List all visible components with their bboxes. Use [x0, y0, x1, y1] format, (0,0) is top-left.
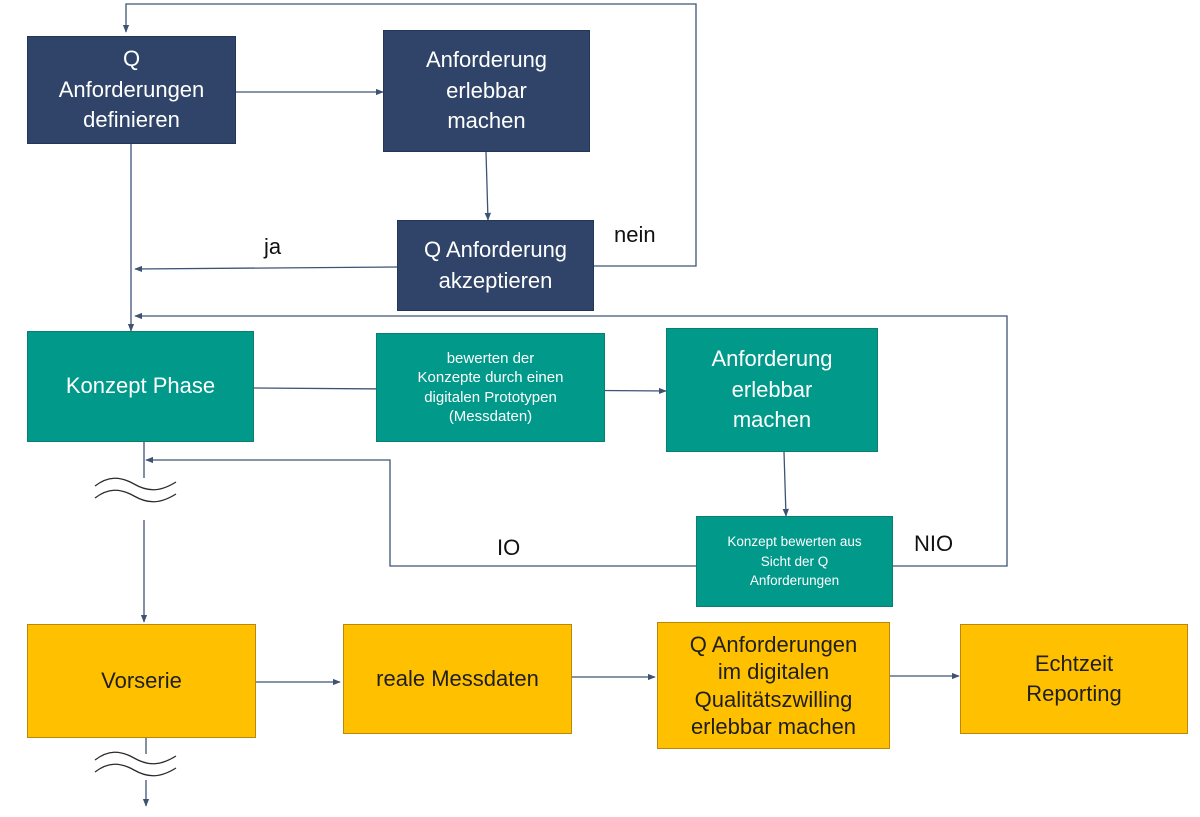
label-nein: nein: [614, 222, 656, 247]
edge-erlebbar-to-konzept-bewerten: [782, 451, 789, 517]
box-text: Vorserie: [101, 667, 182, 693]
box-text: Q Anforderungen: [689, 631, 858, 657]
box-reale-messdaten: reale Messdaten: [343, 624, 572, 734]
box-text: im digitalen: [717, 659, 830, 684]
label-nio: NIO: [914, 531, 954, 556]
box-text: definieren: [83, 107, 180, 133]
box-text: Anforderung: [711, 346, 833, 372]
box-text: Konzept bewerten aus: [727, 534, 862, 550]
box-text: Reporting: [1026, 681, 1122, 706]
box-text: Sicht der Q: [760, 553, 829, 569]
box-text: Q Anforderung: [423, 237, 568, 263]
box-text: Q: [122, 46, 141, 72]
box-text: machen: [732, 407, 812, 433]
edge-ja: [134, 265, 398, 273]
box-text: Echtzeit: [1034, 650, 1114, 676]
box-text: Anforderungen: [749, 573, 840, 589]
box-konzept-bewerten: Konzept bewerten aus Sicht der Q Anforde…: [696, 516, 893, 607]
box-text: Konzept Phase: [65, 373, 216, 399]
box-anforderung-erlebbar-mid: Anforderung erlebbar machen: [666, 328, 878, 452]
box-q-anforderungen-definieren: Q Anforderungen definieren: [27, 36, 236, 144]
box-text: (Messdaten): [448, 408, 533, 425]
box-vorserie: Vorserie: [27, 624, 256, 738]
box-text: reale Messdaten: [376, 665, 539, 691]
box-q-anforderung-akzeptieren: Q Anforderung akzeptieren: [397, 220, 594, 311]
box-konzept-phase: Konzept Phase: [27, 331, 254, 442]
box-text: erlebbar: [446, 77, 527, 103]
box-text: Konzepte durch einen: [417, 369, 564, 386]
box-text: Qualitätszwilling: [694, 686, 853, 712]
label-io: IO: [497, 535, 521, 560]
box-bewerten-der-konzepte: bewerten der Konzepte durch einen digita…: [376, 333, 605, 442]
box-text: Anforderung: [425, 47, 548, 73]
label-ja: ja: [264, 234, 282, 259]
box-anforderung-erlebbar-top: Anforderung erlebbar machen: [383, 30, 590, 152]
box-echtzeit-reporting: Echtzeit Reporting: [960, 624, 1188, 734]
box-text: digitalen Prototypen: [424, 388, 557, 406]
box-text: machen: [447, 108, 526, 134]
box-text: bewerten der: [446, 349, 535, 367]
box-qualitaetszwilling: Q Anforderungen im digitalen Qualitätszw…: [657, 622, 890, 749]
edge-nein-loop: [122, 3, 697, 267]
box-text: akzeptieren: [438, 267, 553, 293]
edge-nio-loop: [134, 312, 1008, 567]
edge-erlebbar-to-akzeptieren: [484, 151, 491, 221]
edge-io-loop: [145, 456, 696, 567]
break-symbol-lower: [94, 751, 177, 777]
box-text: erlebbar: [731, 376, 813, 402]
break-symbol-upper: [94, 477, 177, 503]
box-text: erlebbar machen: [690, 714, 857, 739]
box-text: Anforderungen: [58, 76, 205, 102]
